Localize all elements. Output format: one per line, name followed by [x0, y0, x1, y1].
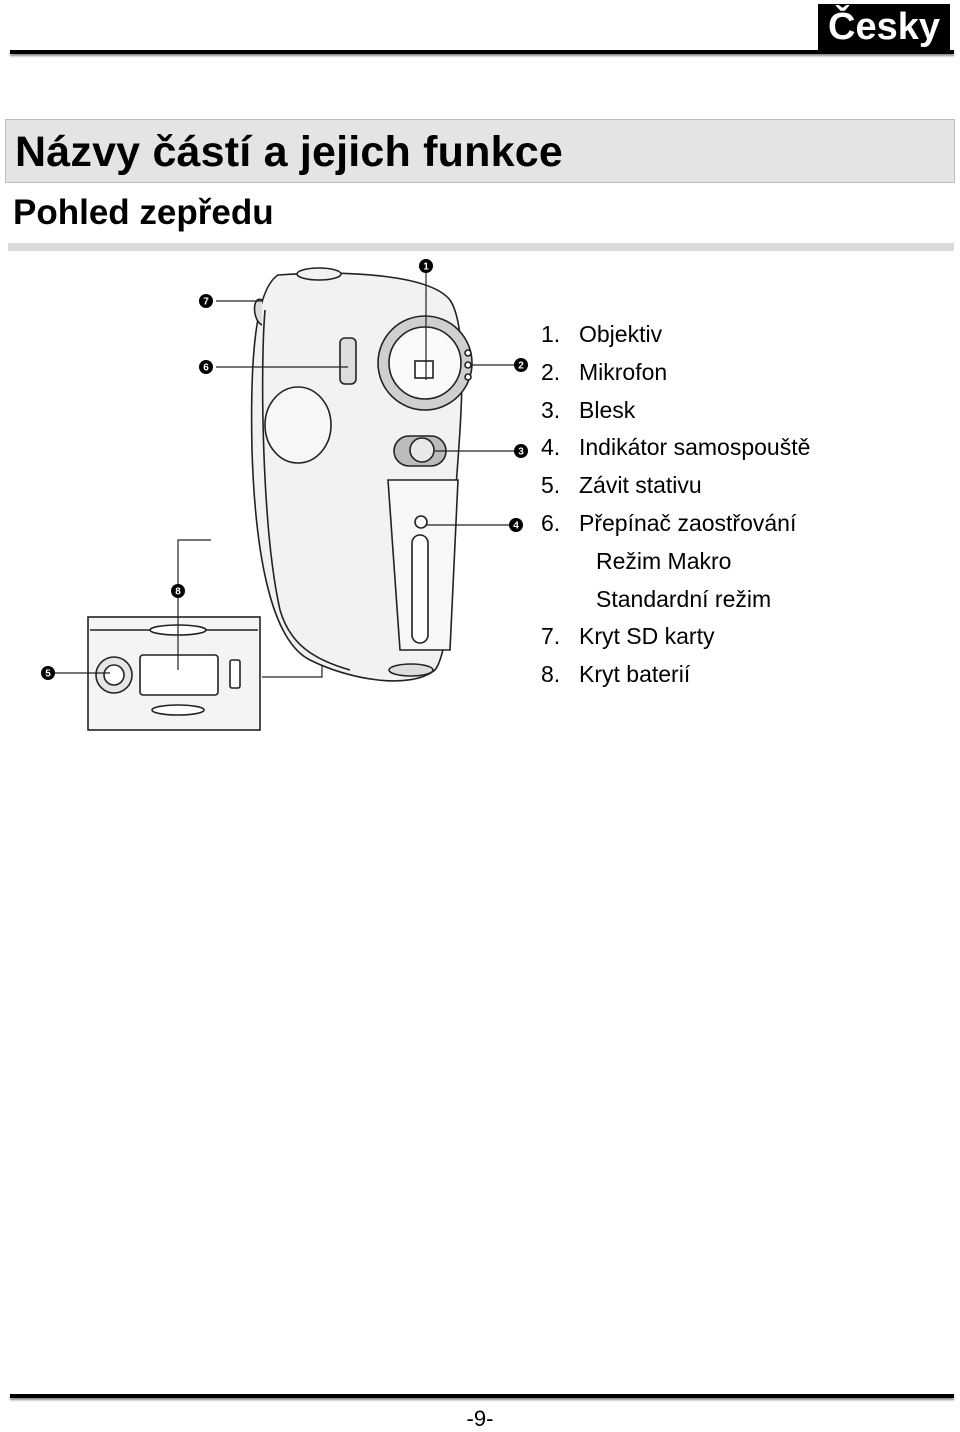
callout-label: 2 — [518, 361, 524, 372]
leader-lines — [48, 273, 516, 678]
callout-label: 7 — [203, 297, 209, 308]
title-bar: Názvy částí a jejich funkce — [5, 119, 955, 183]
item-number: 4. — [541, 434, 561, 461]
item-label: Indikátor samospouště — [579, 434, 811, 461]
callout-label: 8 — [175, 587, 181, 598]
list-item: 7. Kryt SD karty — [541, 618, 810, 656]
list-item: 5. Závit stativu — [541, 467, 810, 505]
section-subtitle: Pohled zepředu — [13, 193, 274, 232]
item-label: Přepínač zaostřování — [579, 509, 797, 536]
callout-label: 6 — [203, 363, 209, 374]
item-label: Závit stativu — [579, 472, 702, 499]
item-number: 1. — [541, 321, 561, 347]
callout-label: 1 — [423, 262, 429, 273]
item-number: 5. — [541, 472, 561, 499]
callout-1: 1 — [419, 259, 433, 273]
sub-item-standard-mode: Standardní režim — [596, 585, 772, 612]
list-item: 4. Indikátor samospouště — [541, 429, 810, 467]
footer-rule — [10, 1394, 954, 1398]
list-item: 1. Objektiv — [541, 316, 810, 354]
language-tab: Česky — [818, 4, 950, 50]
item-label: Objektiv — [579, 321, 663, 347]
item-number: 7. — [541, 623, 561, 650]
item-number: 8. — [541, 661, 561, 688]
item-label: Kryt baterií — [579, 661, 691, 688]
list-item: 3. Blesk — [541, 392, 810, 430]
item-label: Kryt SD karty — [579, 623, 715, 650]
camera-body — [250, 267, 473, 682]
callout-7: 7 — [199, 294, 213, 308]
header-rule — [10, 50, 954, 54]
item-number: 6. — [541, 509, 561, 536]
language-label: Česky — [828, 5, 940, 48]
camera-illustration: 1 2 3 4 5 6 7 8 — [41, 259, 528, 731]
page-title: Názvy částí a jejich funkce — [15, 128, 563, 176]
callout-3: 3 — [514, 444, 528, 458]
callout-4: 4 — [509, 518, 523, 532]
item-label: Mikrofon — [579, 358, 668, 385]
item-number: 3. — [541, 396, 561, 423]
bottom-view-inset — [87, 616, 261, 731]
callout-label: 3 — [518, 447, 524, 458]
parts-list: 1. Objektiv 2. Mikrofon 3. Blesk 4. Indikáto… — [541, 316, 810, 694]
callout-2: 2 — [514, 358, 528, 372]
item-number: 2. — [541, 358, 561, 385]
callout-8: 8 — [171, 584, 185, 598]
callout-label: 5 — [45, 669, 51, 680]
page-number: -9- — [466, 1406, 494, 1431]
item-label: Blesk — [579, 396, 636, 423]
list-item: 6. Přepínač zaostřování — [541, 505, 810, 543]
list-item: 2. Mikrofon — [541, 354, 810, 392]
callout-markers: 1 2 3 4 5 6 7 8 — [41, 259, 528, 680]
list-item: 8. Kryt baterií — [541, 656, 810, 694]
sub-item-macro-mode: Režim Makro — [596, 547, 732, 574]
callout-label: 4 — [513, 521, 519, 532]
callout-5: 5 — [41, 666, 55, 680]
callout-6: 6 — [199, 360, 213, 374]
section-rule — [8, 243, 954, 251]
